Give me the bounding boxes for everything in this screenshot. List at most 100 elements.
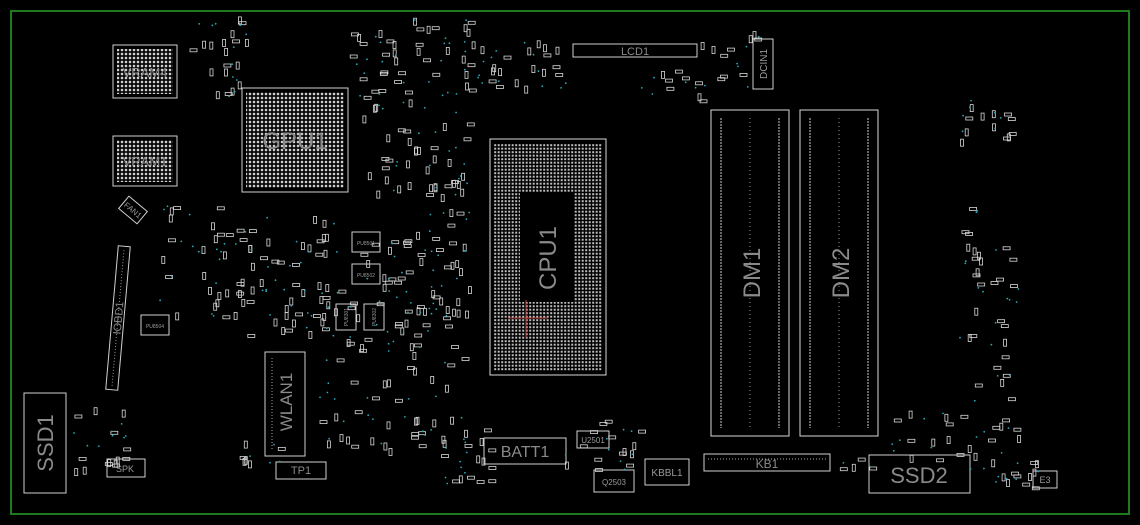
vram1-chip[interactable]: VRAM1 xyxy=(112,135,178,187)
smd-component xyxy=(74,468,79,477)
via xyxy=(234,243,237,245)
smd-component xyxy=(395,322,403,326)
via xyxy=(305,326,308,329)
smd-component xyxy=(413,367,417,376)
keyboard-connector[interactable]: KB1 xyxy=(703,453,831,472)
via xyxy=(564,82,567,85)
via xyxy=(396,161,399,163)
gpu-chip[interactable]: GPU1 xyxy=(241,87,349,193)
smd-component xyxy=(969,207,977,211)
smd-component xyxy=(720,53,729,58)
smd-component xyxy=(322,295,331,300)
smd-component xyxy=(961,230,970,235)
via xyxy=(464,471,466,474)
smd-component xyxy=(173,206,182,211)
via xyxy=(267,266,269,268)
smd-component xyxy=(977,282,986,287)
smd-component xyxy=(319,296,324,305)
via xyxy=(428,230,431,233)
smd-component xyxy=(235,61,240,70)
via xyxy=(537,70,540,73)
q2503-chip[interactable]: Q2503 xyxy=(593,469,635,493)
via xyxy=(1008,298,1011,301)
via xyxy=(704,84,706,87)
smd-component xyxy=(104,462,113,466)
via xyxy=(430,250,433,253)
smd-component xyxy=(350,301,359,306)
via xyxy=(994,322,997,324)
via xyxy=(465,218,468,221)
smd-component xyxy=(360,252,369,257)
smd-component xyxy=(997,319,1005,324)
touchpad-connector[interactable]: TP1 xyxy=(275,461,327,480)
pu8501-chip[interactable]: PU8501 xyxy=(351,231,381,253)
smd-component xyxy=(237,290,242,299)
fan-connector[interactable]: FAN1 xyxy=(117,195,149,225)
lcd-connector[interactable]: LCD1 xyxy=(572,43,698,58)
dimm2-slot[interactable]: DM2 xyxy=(799,109,879,437)
via xyxy=(405,290,408,293)
via xyxy=(380,442,383,445)
via xyxy=(198,23,201,25)
ssd2-slot[interactable]: SSD2 xyxy=(868,454,971,494)
smd-component xyxy=(467,286,472,295)
ssd1-slot[interactable]: SSD1 xyxy=(23,392,67,494)
via xyxy=(290,304,293,307)
smd-component xyxy=(869,466,878,471)
vram4-chip[interactable]: VRAM4 xyxy=(112,44,178,99)
via xyxy=(191,245,194,248)
smd-component xyxy=(317,282,322,291)
smd-component xyxy=(599,421,608,426)
via xyxy=(407,311,409,314)
smd-component xyxy=(202,40,207,49)
pu8301-chip[interactable]: PU8301 xyxy=(335,303,357,331)
smd-component xyxy=(394,324,403,329)
smd-component xyxy=(450,261,455,270)
smd-component xyxy=(595,468,603,472)
kbbl-connector[interactable]: KBBL1 xyxy=(644,458,690,486)
wlan-module[interactable]: WLAN1 xyxy=(264,351,306,457)
pu8302-chip[interactable]: PU8302 xyxy=(363,303,385,331)
smd-component xyxy=(394,80,403,84)
smd-component xyxy=(243,440,248,449)
smd-component xyxy=(992,425,1001,430)
via xyxy=(497,80,500,83)
smd-component xyxy=(666,86,675,91)
smd-component xyxy=(405,90,413,95)
via-field xyxy=(73,19,1040,485)
smd-component xyxy=(967,445,972,453)
smd-component xyxy=(465,310,469,319)
smd-component xyxy=(217,292,222,300)
smd-component xyxy=(419,258,424,267)
dcin-connector[interactable]: DCIN1 xyxy=(752,38,774,90)
speaker-connector[interactable]: SPK xyxy=(106,458,146,478)
smd-component xyxy=(394,398,403,403)
smd-component xyxy=(464,429,468,438)
smd-component xyxy=(432,72,441,77)
smd-component xyxy=(555,46,560,55)
smd-component xyxy=(467,475,475,480)
smd-component xyxy=(93,407,98,416)
via xyxy=(983,430,986,433)
via xyxy=(349,336,352,338)
pu8502-chip[interactable]: PU8502 xyxy=(351,263,381,285)
via xyxy=(444,361,446,364)
via xyxy=(1015,478,1018,480)
smd-component xyxy=(748,35,753,44)
smd-component xyxy=(387,379,391,388)
e3-pad[interactable]: E3 xyxy=(1032,470,1058,489)
smd-component xyxy=(416,307,421,316)
via xyxy=(463,41,466,43)
smd-component xyxy=(1008,131,1017,136)
smd-component xyxy=(426,193,435,197)
via xyxy=(424,434,427,436)
via xyxy=(631,453,634,456)
smd-component xyxy=(123,447,132,452)
cpu-chip[interactable]: CPU1 xyxy=(489,138,607,376)
iobd-connector[interactable]: IOBD1 xyxy=(105,245,132,391)
dimm1-slot[interactable]: DM1 xyxy=(710,109,790,437)
pu8504-chip[interactable]: PU8504 xyxy=(140,314,170,336)
smd-component xyxy=(443,265,452,270)
smd-component xyxy=(503,55,512,60)
battery-connector[interactable]: BATT1 xyxy=(483,437,567,465)
